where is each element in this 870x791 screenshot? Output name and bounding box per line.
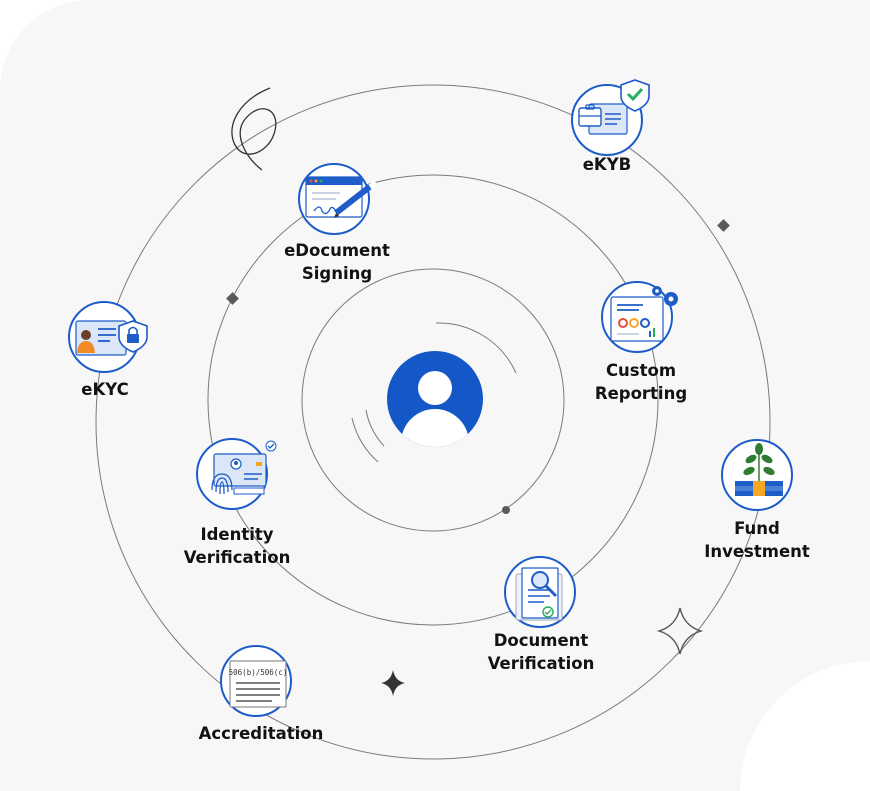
label-fund-investment: Fund Investment: [704, 519, 810, 561]
orbit-outer: [95, 84, 771, 760]
label-identity-verification: Identity Verification: [183, 525, 291, 567]
report-gears-icon: [601, 281, 678, 353]
label-ekyc: eKYC: [81, 380, 129, 399]
label-ekyb: eKYB: [582, 155, 632, 174]
label-accreditation: Accreditation: [198, 724, 324, 743]
label-custom-reporting: Custom Reporting: [594, 361, 688, 403]
document-pen-icon: [298, 163, 378, 235]
inner-arc-left-1: [351, 417, 379, 463]
accreditation-icon-text: 506(b)/506(c): [229, 668, 288, 677]
orbit-dot: [502, 506, 510, 514]
plant-money-icon: [721, 439, 793, 511]
certificate-document-icon: 506(b)/506(c): [220, 645, 292, 717]
id-card-lock-icon: [68, 301, 148, 373]
fingerprint-id-icon: [196, 438, 277, 510]
orbit-diamond-left: [226, 292, 239, 305]
sparkle-outline: [656, 607, 704, 655]
label-edocument-signing: eDocument Signing: [284, 241, 390, 283]
decorative-loop: [231, 87, 277, 171]
label-document-verification: Document Verification: [487, 631, 595, 673]
orbit-middle: [207, 174, 659, 626]
inner-arc-left-2: [365, 409, 385, 447]
user-avatar-icon: [387, 351, 483, 447]
sparkle-filled: [381, 670, 405, 696]
document-magnifier-icon: [504, 556, 576, 628]
inner-arc-top-right: [435, 322, 517, 374]
orbit-diamond-right: [717, 219, 730, 232]
orbit-inner: [301, 268, 565, 532]
briefcase-id-shield-icon: [571, 79, 650, 156]
